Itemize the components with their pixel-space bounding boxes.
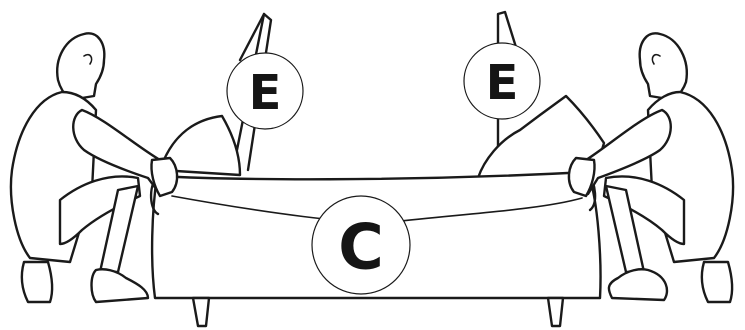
label-right-upper-text: E [486, 55, 519, 111]
label-left-upper: E [227, 53, 303, 129]
label-right-upper: E [464, 43, 540, 119]
label-sofa-center-text: C [338, 211, 384, 284]
leg-left [193, 298, 209, 326]
leg-right [548, 298, 563, 326]
label-left-upper-text: E [249, 65, 282, 121]
label-sofa-center: C [312, 196, 410, 294]
